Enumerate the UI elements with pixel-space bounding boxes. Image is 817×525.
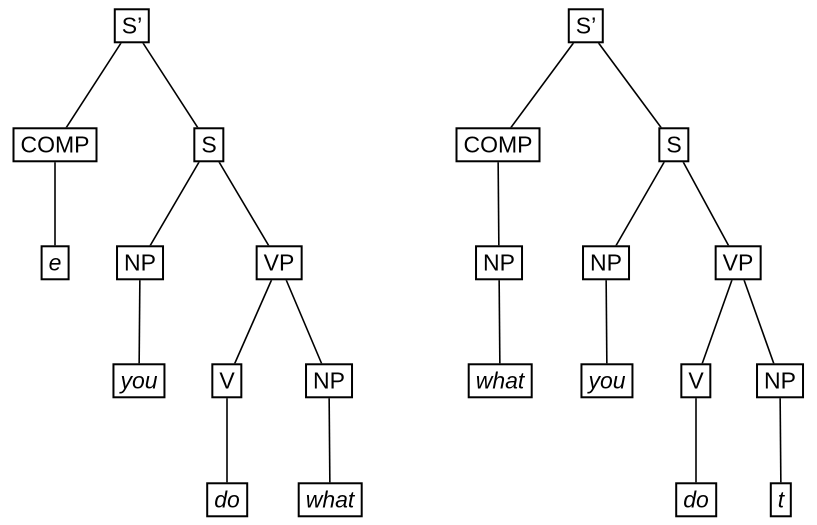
tree-edge-right-tree-sp-s <box>585 25 675 146</box>
tree-edge-left-tree-s-vp <box>208 144 280 264</box>
tree-edge-right-tree-sp-comp <box>497 25 587 146</box>
tree-edge-left-tree-vp-np2 <box>278 262 330 382</box>
tree-edge-right-tree-vp-np3 <box>737 262 781 382</box>
tree-edge-right-tree-comp-np1 <box>497 144 500 264</box>
tree-edge-right-tree-s-vp <box>673 144 739 264</box>
tree-edge-right-tree-np3-t <box>779 380 782 501</box>
tree-edge-left-tree-vp-v <box>226 262 280 382</box>
tree-edge-right-tree-s-np2 <box>605 144 675 264</box>
tree-edge-left-tree-np1-you <box>138 262 141 382</box>
tree-edge-left-tree-s-np1 <box>139 144 210 264</box>
tree-edge-right-tree-np2-you <box>605 262 608 382</box>
tree-edge-right-tree-np1-what <box>498 262 501 382</box>
tree-edge-left-tree-sp-s <box>131 25 210 146</box>
tree-edge-right-tree-vp-v <box>695 262 739 382</box>
tree-edge-left-tree-np2-what <box>328 380 331 501</box>
tree-edge-left-tree-sp-comp <box>54 25 133 146</box>
